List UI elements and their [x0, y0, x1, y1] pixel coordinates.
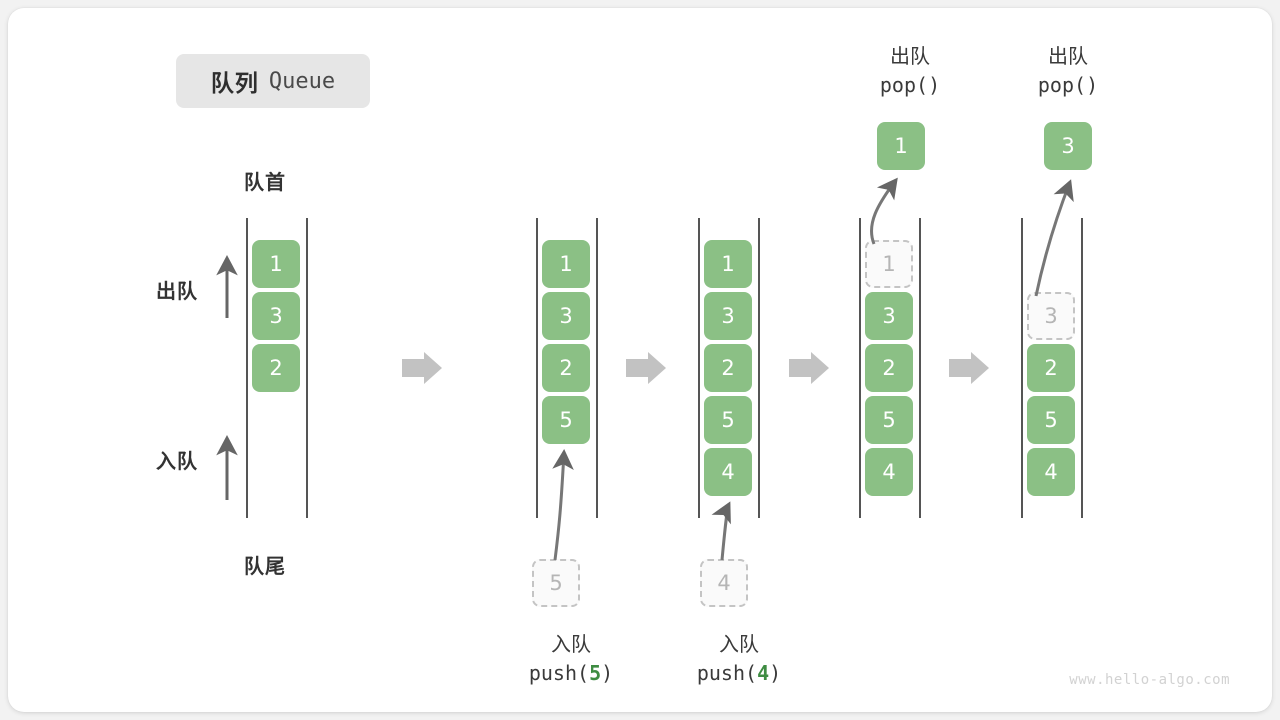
operation-label-cn-pop-3: 出队 — [1048, 44, 1088, 68]
rail-right-after-push-5 — [596, 218, 598, 518]
pop-3-arrow — [1034, 179, 1074, 297]
queue-element-after-push-4-3: 3 — [704, 292, 752, 340]
incoming-element-push-5: 5 — [532, 559, 580, 607]
pop-1-arrow — [869, 177, 898, 245]
queue-element-after-push-4-2: 2 — [704, 344, 752, 392]
queue-element-after-push-5-1: 1 — [542, 240, 590, 288]
rail-right-after-push-4 — [758, 218, 760, 518]
rail-right-after-pop-1 — [919, 218, 921, 518]
ghost-element-after-pop-3-3: 3 — [1027, 292, 1075, 340]
label-queue-rear: 队尾 — [244, 556, 286, 578]
rail-left-after-push-5 — [536, 218, 538, 518]
arrow-overlay — [216, 177, 1074, 561]
operation-label-pop-3: 出队 pop() — [1038, 40, 1098, 97]
operation-label-cn-push-5: 入队 — [551, 632, 591, 656]
step-arrow-1 — [402, 352, 442, 384]
popped-element-pop-1: 1 — [877, 122, 925, 170]
rail-left-after-pop-3 — [1021, 218, 1023, 518]
rail-left-after-pop-1 — [859, 218, 861, 518]
queue-element-after-push-4-4: 4 — [704, 448, 752, 496]
ghost-element-after-pop-1-1: 1 — [865, 240, 913, 288]
queue-element-initial-queue-3: 3 — [252, 292, 300, 340]
queue-element-initial-queue-2: 2 — [252, 344, 300, 392]
rail-left-after-push-4 — [698, 218, 700, 518]
operation-label-push-5: 入队 push(5) — [529, 628, 613, 685]
queue-element-after-pop-1-4: 4 — [865, 448, 913, 496]
queue-element-after-pop-3-4: 4 — [1027, 448, 1075, 496]
push-5-arrow — [552, 449, 574, 561]
operation-label-cn-pop-1: 出队 — [890, 44, 930, 68]
operation-label-code-push-5: push(5) — [528, 661, 614, 685]
queue-element-after-pop-1-3: 3 — [865, 292, 913, 340]
operation-arg-push-4: 4 — [757, 661, 770, 685]
operation-label-code-push-4: push(4) — [696, 661, 782, 685]
title-badge: 队列 Queue — [176, 54, 370, 108]
queue-element-after-push-5-3: 3 — [542, 292, 590, 340]
queue-element-after-pop-1-5: 5 — [865, 396, 913, 444]
label-dequeue-direction: 出队 — [156, 281, 198, 303]
operation-label-cn-push-4: 入队 — [719, 632, 759, 656]
operation-label-code-pop-3: pop() — [1037, 73, 1099, 97]
rail-right-after-pop-3 — [1081, 218, 1083, 518]
incoming-element-push-4: 4 — [700, 559, 748, 607]
watermark: www.hello-algo.com — [1069, 672, 1230, 688]
queue-element-after-pop-1-2: 2 — [865, 344, 913, 392]
operation-label-push-4: 入队 push(4) — [697, 628, 781, 685]
queue-element-after-pop-3-5: 5 — [1027, 396, 1075, 444]
rail-right-initial-queue — [306, 218, 308, 518]
step-arrow-2 — [626, 352, 666, 384]
queue-element-after-push-4-1: 1 — [704, 240, 752, 288]
title-english: Queue — [268, 68, 336, 94]
operation-label-pop-1: 出队 pop() — [880, 40, 940, 97]
queue-element-after-pop-3-2: 2 — [1027, 344, 1075, 392]
queue-element-initial-queue-1: 1 — [252, 240, 300, 288]
queue-element-after-push-5-5: 5 — [542, 396, 590, 444]
popped-element-pop-3: 3 — [1044, 122, 1092, 170]
operation-label-code-pop-1: pop() — [879, 73, 941, 97]
operation-arg-push-5: 5 — [589, 661, 602, 685]
step-arrow-4 — [949, 352, 989, 384]
label-queue-front: 队首 — [244, 172, 286, 194]
step-arrow-3 — [789, 352, 829, 384]
title-chinese: 队列 — [210, 70, 259, 96]
label-enqueue-direction: 入队 — [156, 451, 198, 473]
rail-left-initial-queue — [246, 218, 248, 518]
queue-element-after-push-5-2: 2 — [542, 344, 590, 392]
push-4-arrow — [711, 501, 731, 561]
queue-element-after-push-4-5: 5 — [704, 396, 752, 444]
